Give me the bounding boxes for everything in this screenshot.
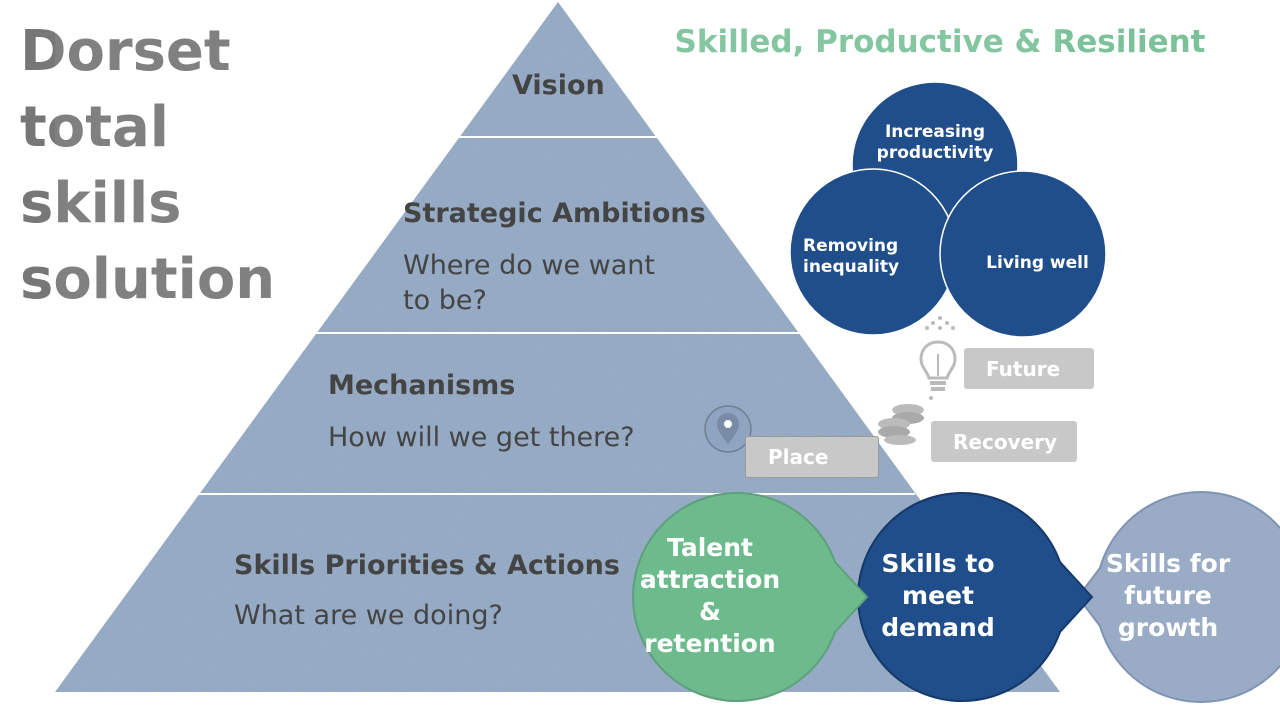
flow-shapes <box>632 491 1280 703</box>
lightbulb-icon <box>919 340 957 400</box>
venn-circle-living-well <box>939 170 1107 338</box>
title-line: skills <box>20 171 182 236</box>
flow-talent-shape <box>632 492 869 702</box>
tag-place: Place <box>745 436 879 478</box>
top-heading: Skilled, Productive & Resilient <box>674 24 1206 60</box>
tier-skills-question: What are we doing? <box>234 600 503 631</box>
tier-mechanisms-title: Mechanisms <box>328 370 516 401</box>
tag-future: Future <box>964 348 1094 389</box>
coins-icon <box>878 404 924 445</box>
tier-strategic-question: Where do we want to be? <box>403 250 655 316</box>
title-line: total <box>20 95 169 160</box>
title-line: solution <box>20 247 276 312</box>
venn-label-living-well: Living well <box>986 253 1089 273</box>
tier-skills-title: Skills Priorities & Actions <box>234 550 620 581</box>
tier-strategic-title: Strategic Ambitions <box>403 198 706 229</box>
tag-recovery: Recovery <box>931 421 1077 462</box>
tier-mechanisms-question: How will we get there? <box>328 422 635 453</box>
location-pin-icon <box>704 405 752 453</box>
tier-vision: Vision <box>512 70 605 101</box>
title-line: Dorset <box>20 19 231 84</box>
venn-diagram <box>789 81 1107 338</box>
page-title: Dorset total skills solution <box>20 14 280 318</box>
flow-future-shape <box>1076 491 1280 703</box>
connector-dots <box>925 316 955 330</box>
